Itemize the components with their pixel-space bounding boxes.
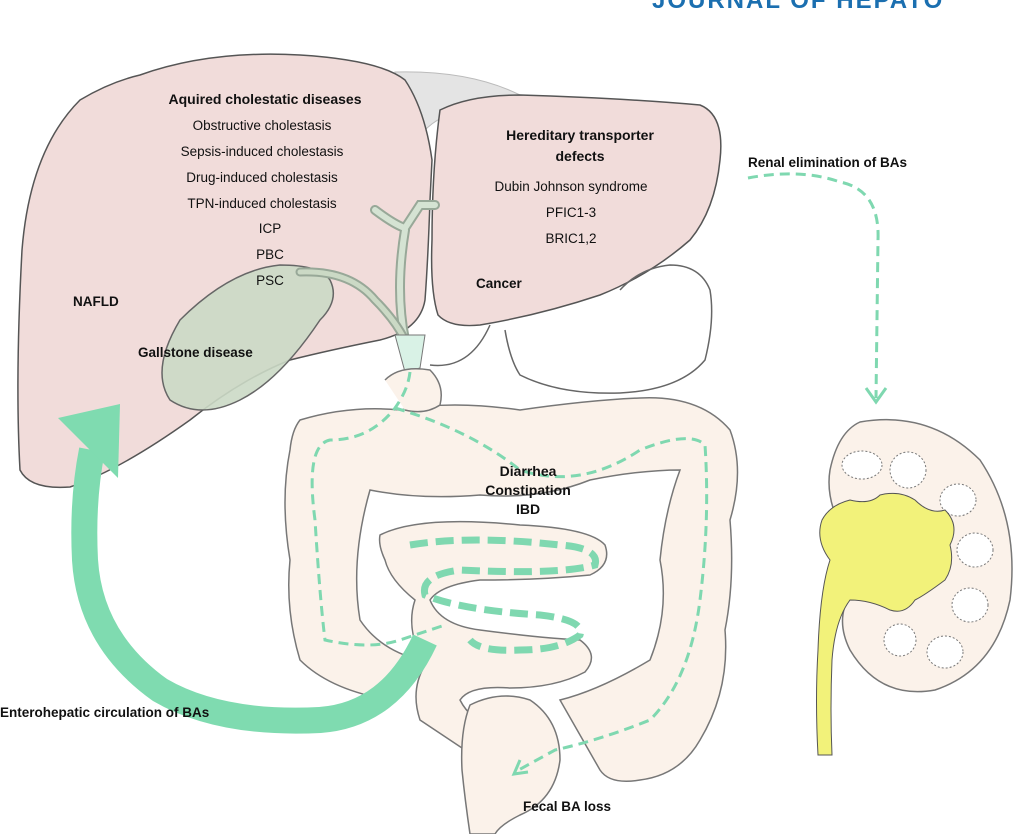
hereditary-item: Dubin Johnson syndrome — [494, 179, 647, 194]
acquired-item: Obstructive cholestasis — [193, 118, 332, 133]
renal-label: Renal elimination of BAs — [748, 155, 907, 170]
acquired-title: Aquired cholestatic diseases — [169, 91, 362, 107]
dashed-flow-small-intestine — [409, 536, 600, 654]
renal-arrowhead — [864, 387, 888, 405]
kidney-calyces — [841, 450, 994, 669]
renal-pelvis-ureter — [816, 492, 955, 756]
intestine-label-diarrhea: Diarrhea — [500, 463, 557, 479]
hereditary-item: BRIC1,2 — [545, 231, 596, 246]
enterohepatic-label: Enterohepatic circulation of BAs — [0, 705, 209, 720]
hereditary-title-line2: defects — [555, 148, 604, 164]
journal-header: JOURNAL OF HEPATO — [652, 0, 944, 14]
intestine-label-ibd: IBD — [516, 501, 540, 517]
acquired-item: TPN-induced cholestasis — [187, 196, 337, 211]
liver-right-lobe — [430, 94, 722, 327]
hereditary-title-line1: Hereditary transporter — [506, 127, 654, 143]
enterohepatic-arrowhead — [58, 404, 120, 478]
hereditary-item: PFIC1-3 — [546, 205, 596, 220]
acquired-item: ICP — [259, 221, 282, 236]
acquired-item: PBC — [256, 247, 284, 262]
cystic-duct-inner — [297, 269, 408, 343]
stomach-outline — [429, 264, 713, 394]
renal-dashed-arrow — [747, 172, 880, 399]
rectum — [460, 695, 561, 834]
acquired-item: PSC — [256, 273, 284, 288]
fecal-arrowhead — [511, 759, 529, 776]
intestine-label-constipation: Constipation — [485, 482, 571, 498]
duodenum — [384, 368, 442, 413]
acquired-item: Drug-induced cholestasis — [186, 170, 338, 185]
acquired-item: Sepsis-induced cholestasis — [181, 144, 344, 159]
gallstone-label: Gallstone disease — [138, 345, 253, 360]
cancer-label: Cancer — [476, 276, 523, 291]
enterohepatic-arrow-body — [71, 447, 437, 734]
common-bile-duct — [394, 334, 426, 373]
dashed-flow-colon-right — [394, 406, 709, 774]
fecal-loss-label: Fecal BA loss — [523, 799, 611, 814]
nafld-label: NAFLD — [73, 294, 119, 309]
gallbladder — [161, 264, 335, 411]
